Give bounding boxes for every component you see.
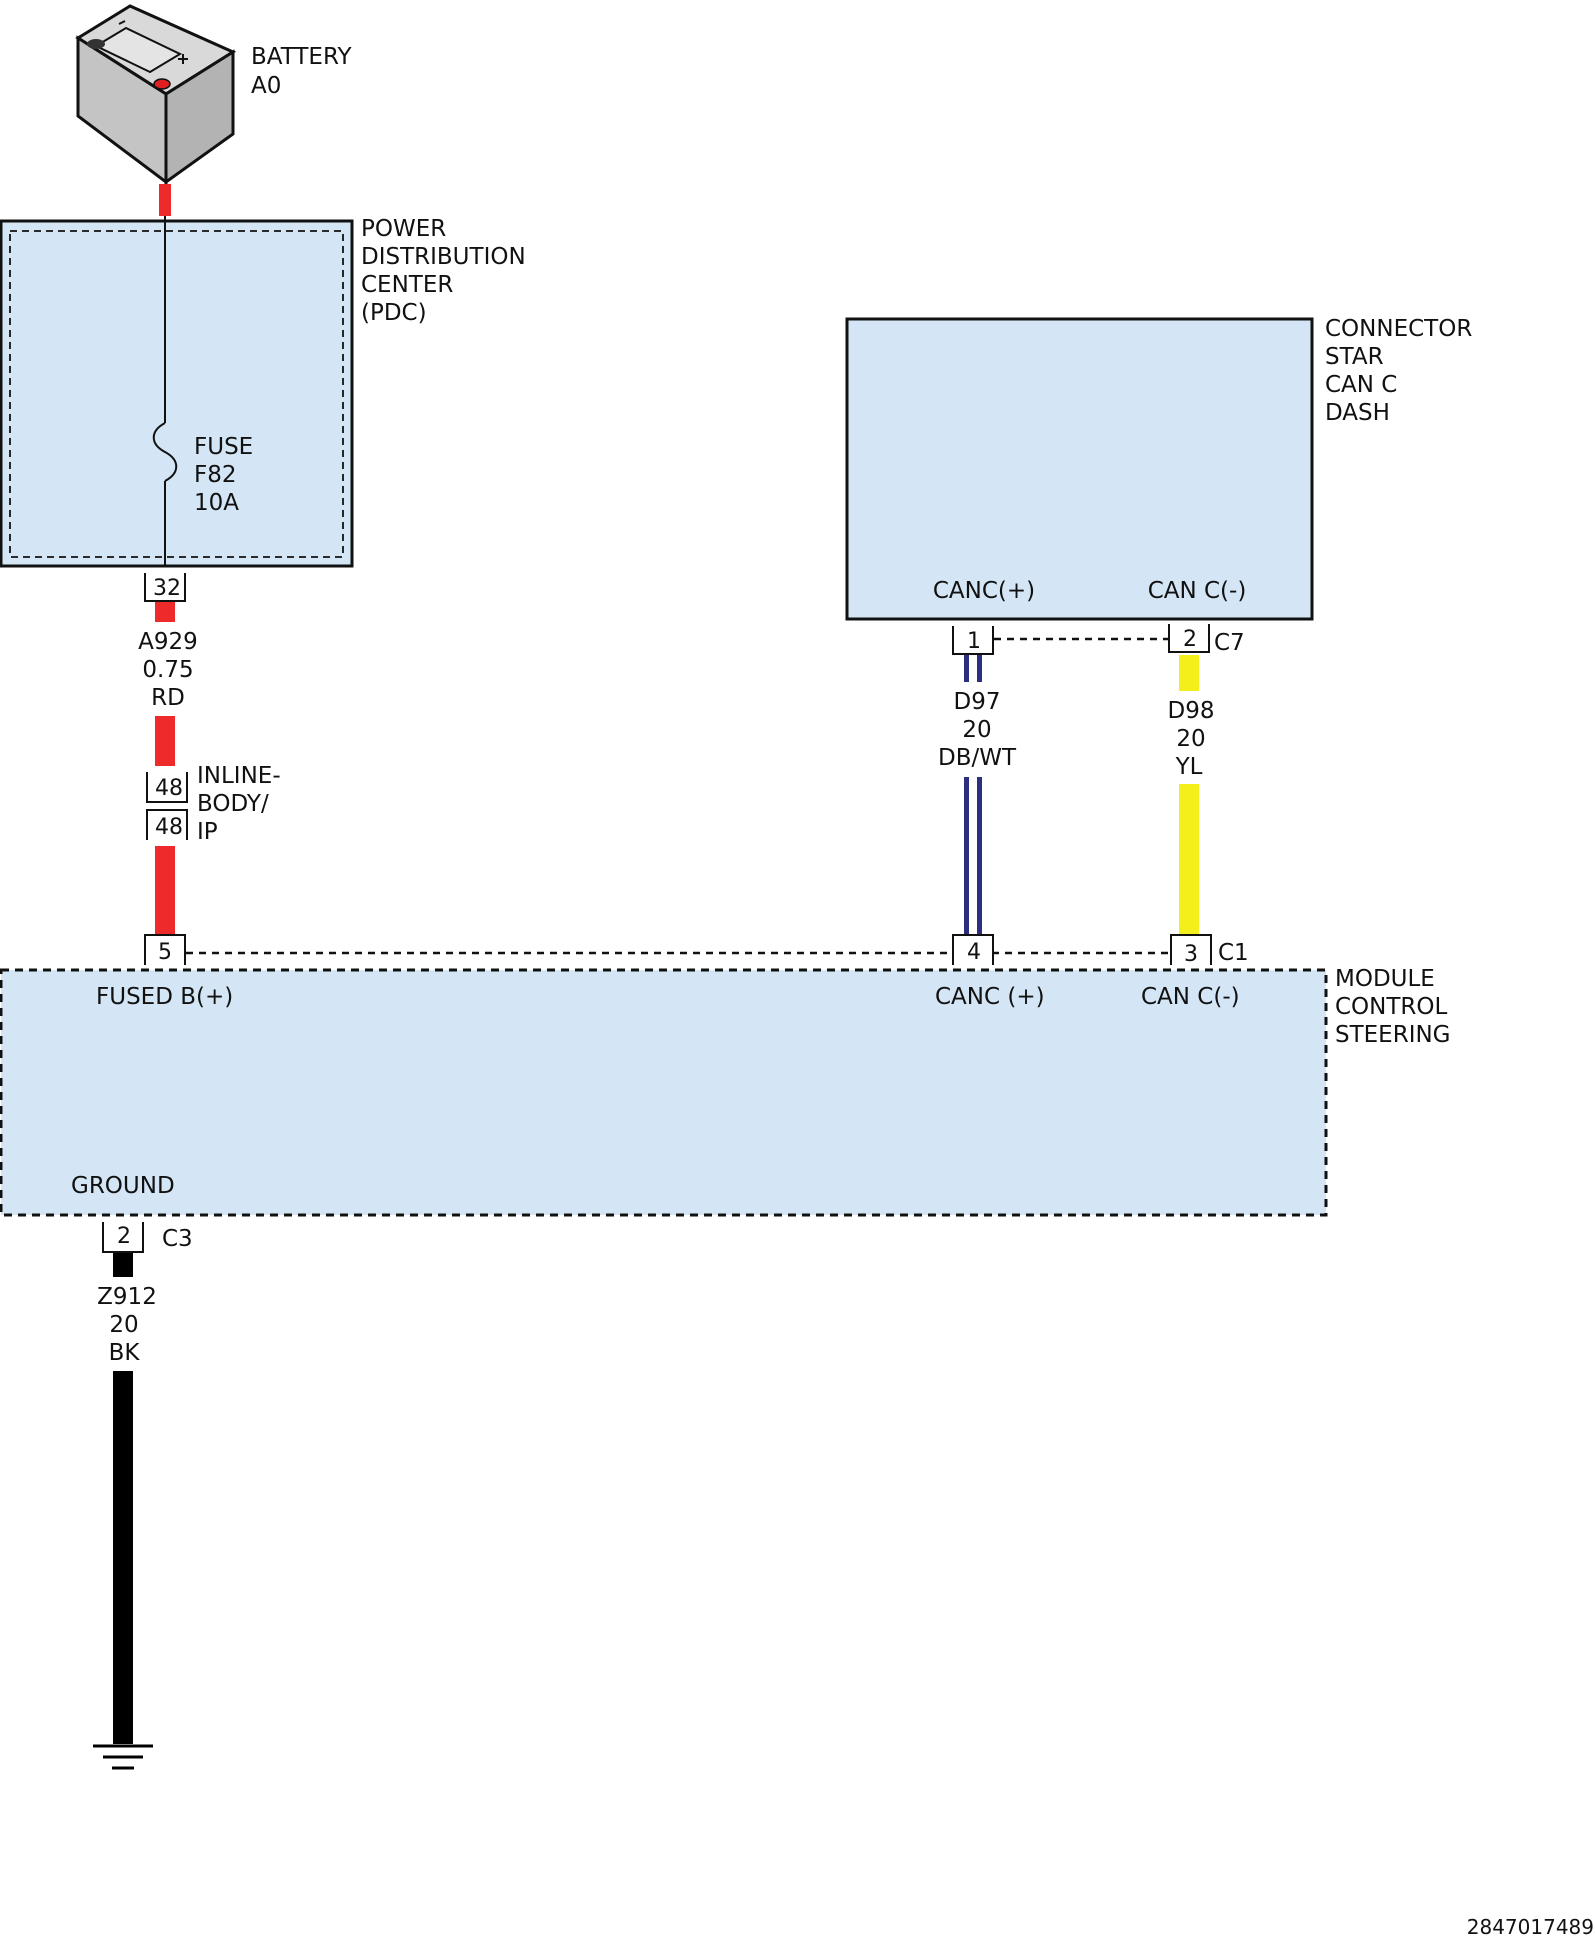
steering-module-label-line3: STEERING	[1335, 1022, 1451, 1048]
steering-module-box	[0, 968, 1328, 1217]
wire-a929-segment	[155, 602, 175, 622]
steering-module-label-line1: MODULE	[1335, 966, 1435, 992]
wire-d98-circuit: D98	[1168, 698, 1215, 724]
wire-d98-segment	[1179, 655, 1199, 691]
pdc-box	[0, 219, 354, 568]
wire-d97-gauge: 20	[962, 717, 991, 743]
svg-text:4: 4	[967, 940, 981, 965]
minus-mark-icon	[118, 20, 126, 25]
wire-a929-segment	[155, 716, 175, 766]
positive-terminal-icon	[153, 78, 171, 90]
svg-text:32: 32	[153, 576, 181, 601]
fuse-icon	[152, 422, 178, 482]
steering-module-label-line2: CONTROL	[1335, 994, 1448, 1020]
connector-star-canc-plus-label: CANC(+)	[933, 578, 1035, 604]
inline-label-line1: INLINE-	[197, 763, 281, 789]
wire-z912-color: BK	[109, 1340, 141, 1366]
battery-feed-wire	[159, 184, 171, 216]
battery-id: A0	[251, 73, 281, 99]
connector-c3-id: C3	[162, 1226, 193, 1252]
connector-star-label-line1: CONNECTOR	[1325, 316, 1472, 342]
wire-d98-gauge: 20	[1176, 726, 1205, 752]
inline-pin-top: 48	[155, 776, 183, 801]
pdc-label-line3: CENTER	[361, 272, 453, 298]
connector-star-pin-1: 1	[952, 626, 994, 655]
ground-label: GROUND	[71, 1173, 175, 1199]
svg-text:2: 2	[117, 1224, 131, 1249]
wire-d97-circuit: D97	[954, 689, 1001, 715]
wire-z912-segment	[113, 1253, 133, 1277]
document-id: 2847017489	[1467, 1915, 1594, 1939]
pdc-label-line2: DISTRIBUTION	[361, 244, 526, 270]
svg-text:2: 2	[1183, 627, 1197, 652]
wire-d97-color: DB/WT	[938, 745, 1017, 771]
pdc-inner-outline	[9, 230, 344, 558]
module-pin-5: 5	[144, 934, 186, 965]
wire-z912-circuit: Z912	[97, 1284, 157, 1310]
module-pin-ground: 2	[102, 1222, 144, 1253]
connector-star-label-line2: STAR	[1325, 344, 1384, 370]
connector-star-label-line4: DASH	[1325, 400, 1390, 426]
svg-text:1: 1	[967, 629, 981, 654]
inline-label-line2: BODY/	[197, 791, 269, 817]
connector-star-pin-2: 2	[1168, 624, 1210, 653]
svg-text:5: 5	[158, 940, 172, 965]
pdc-pin-32: 32	[144, 573, 186, 602]
wire-d97-segment	[964, 777, 982, 935]
wire-z912-gauge: 20	[109, 1312, 138, 1338]
battery-top-recess	[93, 26, 183, 74]
connector-star-can-c-minus-label: CAN C(-)	[1148, 578, 1247, 604]
negative-terminal-icon	[87, 39, 105, 49]
inline-connector: 48 48	[146, 772, 188, 840]
fused-b-plus-label: FUSED B(+)	[96, 984, 233, 1010]
can-c-minus-label: CAN C(-)	[1141, 984, 1240, 1010]
connector-star-box	[845, 317, 1314, 621]
fuse-label: FUSE	[194, 434, 253, 460]
battery-side	[164, 49, 235, 185]
connector-star-label-line3: CAN C	[1325, 372, 1397, 398]
battery-label: BATTERY	[251, 44, 352, 70]
pdc-label-line1: POWER	[361, 216, 446, 242]
wire-a929-color: RD	[151, 685, 185, 711]
fuse-id: F82	[194, 462, 237, 488]
module-pin-4: 4	[952, 934, 994, 965]
wire-d98-color: YL	[1175, 754, 1203, 780]
svg-text:3: 3	[1184, 942, 1198, 967]
wire-d98-segment	[1179, 784, 1199, 935]
connector-c1-id: C1	[1218, 940, 1249, 966]
wire-a929-segment	[155, 846, 175, 934]
wire-d97-segment	[964, 655, 982, 682]
inline-label-line3: IP	[197, 819, 218, 845]
fuse-rating: 10A	[194, 490, 239, 516]
battery	[75, 4, 237, 185]
connector-c7-id: C7	[1214, 630, 1245, 656]
canc-plus-label: CANC (+)	[935, 984, 1045, 1010]
pdc-label-line4: (PDC)	[361, 300, 427, 326]
wire-a929-circuit: A929	[138, 629, 198, 655]
wire-z912-segment	[113, 1371, 133, 1744]
module-pin-3: 3	[1170, 934, 1212, 967]
inline-pin-bottom: 48	[155, 815, 183, 840]
ground-symbol-icon	[93, 1744, 153, 1770]
wire-a929-gauge: 0.75	[142, 657, 193, 683]
